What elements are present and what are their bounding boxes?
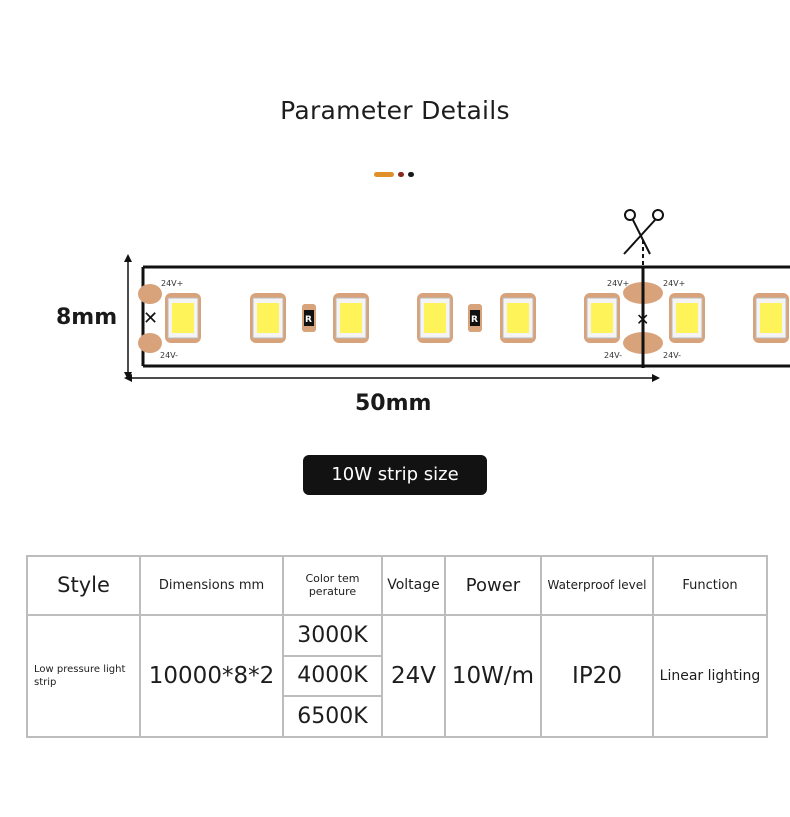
cell-color-temp: 3000K: [282, 613, 383, 657]
length-label: 50mm: [355, 391, 432, 416]
voltage-plus-label: 24V+: [161, 279, 183, 288]
led-chip: [333, 293, 369, 343]
voltage-minus-label: 24V-: [663, 351, 681, 360]
led-chip: [753, 293, 789, 343]
table-header-row: Style Dimensions mm Color tem perature V…: [26, 555, 768, 616]
voltage-plus-label: 24V+: [663, 279, 685, 288]
cell-voltage: 24V: [381, 613, 446, 739]
header-color-temp: Color tem perature: [282, 555, 383, 616]
header-function: Function: [652, 555, 768, 616]
header-power: Power: [444, 555, 542, 616]
page-title: Parameter Details: [280, 96, 510, 125]
header-voltage: Voltage: [381, 555, 446, 616]
cell-waterproof: IP20: [540, 613, 654, 739]
voltage-plus-label: 24V+: [607, 279, 629, 288]
voltage-minus-label: 24V-: [604, 351, 622, 360]
led-chip: [500, 293, 536, 343]
strip-size-badge: 10W strip size: [303, 455, 487, 495]
led-strip-diagram: ✕ 24V+ 24V- R R 24V+ 24V+ 24V- 24V- ✕: [124, 209, 790, 382]
cell-function: Linear lighting: [652, 613, 768, 739]
header-waterproof: Waterproof level: [540, 555, 654, 616]
table-row: Low pressure light strip 10000*8*2 3000K…: [26, 613, 768, 739]
table-row: 6500K: [27, 695, 767, 738]
dot-black: [408, 172, 414, 177]
header-style: Style: [26, 555, 141, 616]
resistor-mark: R: [305, 315, 312, 325]
height-label: 8mm: [56, 305, 118, 330]
resistor-mark: R: [471, 315, 478, 325]
led-chip: [250, 293, 286, 343]
cell-power: 10W/m: [444, 613, 542, 739]
led-chip: [584, 293, 620, 343]
led-chip: [165, 293, 201, 343]
cell-style: Low pressure light strip: [26, 613, 141, 739]
resistor: R: [468, 304, 482, 332]
cell-color-temp: 6500K: [282, 695, 383, 738]
led-chip: [417, 293, 453, 343]
dot-red: [398, 172, 404, 177]
led-chips: [165, 293, 789, 343]
led-chip: [669, 293, 705, 343]
header-dimensions: Dimensions mm: [139, 555, 284, 616]
pad-mark: ✕: [636, 310, 649, 329]
voltage-minus-label: 24V-: [160, 351, 178, 360]
pad-mark: ✕: [143, 308, 158, 329]
solder-pad: [138, 284, 162, 304]
resistor: R: [302, 304, 316, 332]
spec-table: Style Dimensions mm Color tem perature V…: [26, 555, 768, 739]
solder-pad: [138, 333, 162, 353]
cell-color-temp: 4000K: [282, 654, 383, 698]
dot-orange: [374, 172, 394, 177]
scissors-icon: [623, 209, 664, 255]
cell-dimensions: 10000*8*2: [139, 613, 284, 739]
table-row: 4000K: [27, 654, 767, 698]
